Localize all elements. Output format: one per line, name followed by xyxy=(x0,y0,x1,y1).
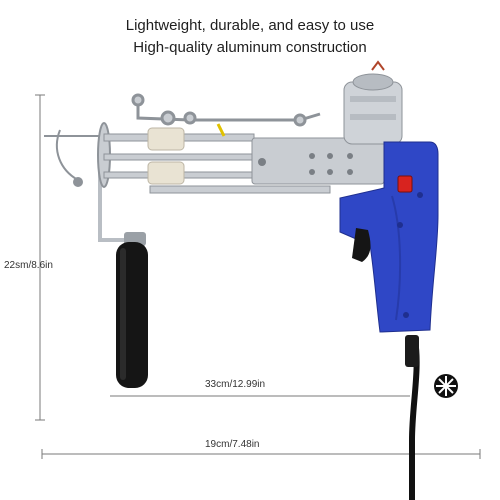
headline-line-2: High-quality aluminum construction xyxy=(133,39,367,56)
headline-line-1: Lightweight, durable, and easy to use xyxy=(125,17,375,34)
blue-handle xyxy=(339,141,439,333)
motor xyxy=(343,60,403,145)
top-lever xyxy=(131,93,321,137)
height-dimension-line xyxy=(35,94,45,421)
cord-strain-relief xyxy=(405,335,419,367)
width-dimension-line xyxy=(41,449,481,459)
power-switch xyxy=(397,175,413,193)
trigger xyxy=(352,228,371,262)
width-dimension-label: 19cm/7.48in xyxy=(205,439,260,450)
speed-knob-icon xyxy=(434,374,458,398)
nylon-rollers xyxy=(147,127,185,185)
length-dimension-label: 33cm/12.99in xyxy=(205,379,266,390)
needle-assembly xyxy=(44,122,111,188)
height-dimension-label: 22sm/8.6in xyxy=(4,260,53,271)
aluminum-housing xyxy=(251,137,385,185)
side-handle xyxy=(98,160,148,388)
